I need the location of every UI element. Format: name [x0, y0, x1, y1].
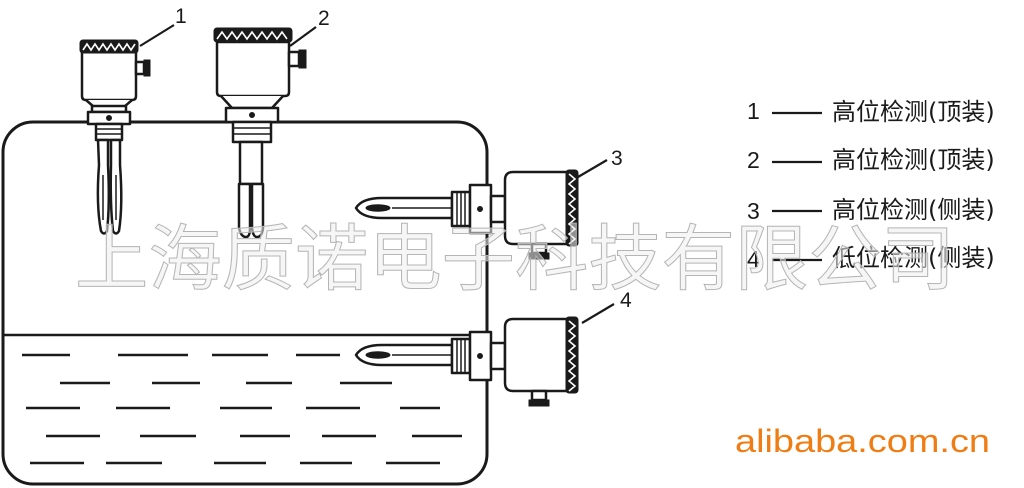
legend-row-3: 3 高位检测(侧装) — [747, 196, 995, 224]
leader-line — [139, 24, 175, 47]
leader-line — [577, 159, 608, 178]
callout-4: 4 — [581, 289, 632, 324]
sensor-housing — [215, 40, 291, 98]
legend-row-4: 4 低位检测(侧装) — [747, 244, 995, 272]
cable-connector — [134, 60, 146, 76]
site-mark: alibaba.com.cn — [735, 423, 990, 459]
tuning-fork — [96, 138, 123, 235]
callout-number: 4 — [620, 289, 632, 312]
extension-rod — [238, 140, 264, 186]
sensor-housing — [80, 50, 138, 102]
liquid-surface-dashes — [22, 353, 462, 465]
leader-line — [581, 303, 615, 324]
legend-label: 高位检测(侧装) — [832, 196, 995, 224]
legend-label: 低位检测(侧装) — [832, 244, 995, 272]
callout-2: 2 — [289, 7, 330, 47]
mounting-thread — [94, 122, 124, 142]
tuning-fork — [237, 182, 265, 239]
sensor-2-top-mounted-extended — [213, 27, 307, 239]
watermark: 上海质诺电子科技有限公司 — [75, 217, 955, 301]
callout-number: 2 — [318, 7, 330, 30]
legend-number: 1 — [747, 98, 760, 124]
legend-label: 高位检测(顶装) — [832, 146, 995, 174]
legend-label: 高位检测(顶装) — [832, 98, 995, 126]
callout-number: 1 — [175, 5, 187, 28]
cable-connector — [287, 50, 301, 68]
legend-row-1: 1 高位检测(顶装) — [747, 98, 995, 126]
legend-row-2: 2 高位检测(顶装) — [747, 146, 995, 174]
mounting-thread — [231, 120, 273, 144]
legend-number: 3 — [747, 198, 760, 224]
callout-1: 1 — [139, 5, 187, 47]
legend: 1 高位检测(顶装) 2 高位检测(顶装) 3 高位检测(侧装) 4 低位检测(… — [747, 98, 995, 272]
callout-3: 3 — [577, 147, 623, 178]
leader-line — [289, 26, 317, 47]
sensor-1-top-mounted — [79, 39, 151, 235]
legend-number: 2 — [747, 147, 760, 173]
legend-number: 4 — [747, 246, 760, 272]
callout-number: 3 — [611, 147, 623, 170]
